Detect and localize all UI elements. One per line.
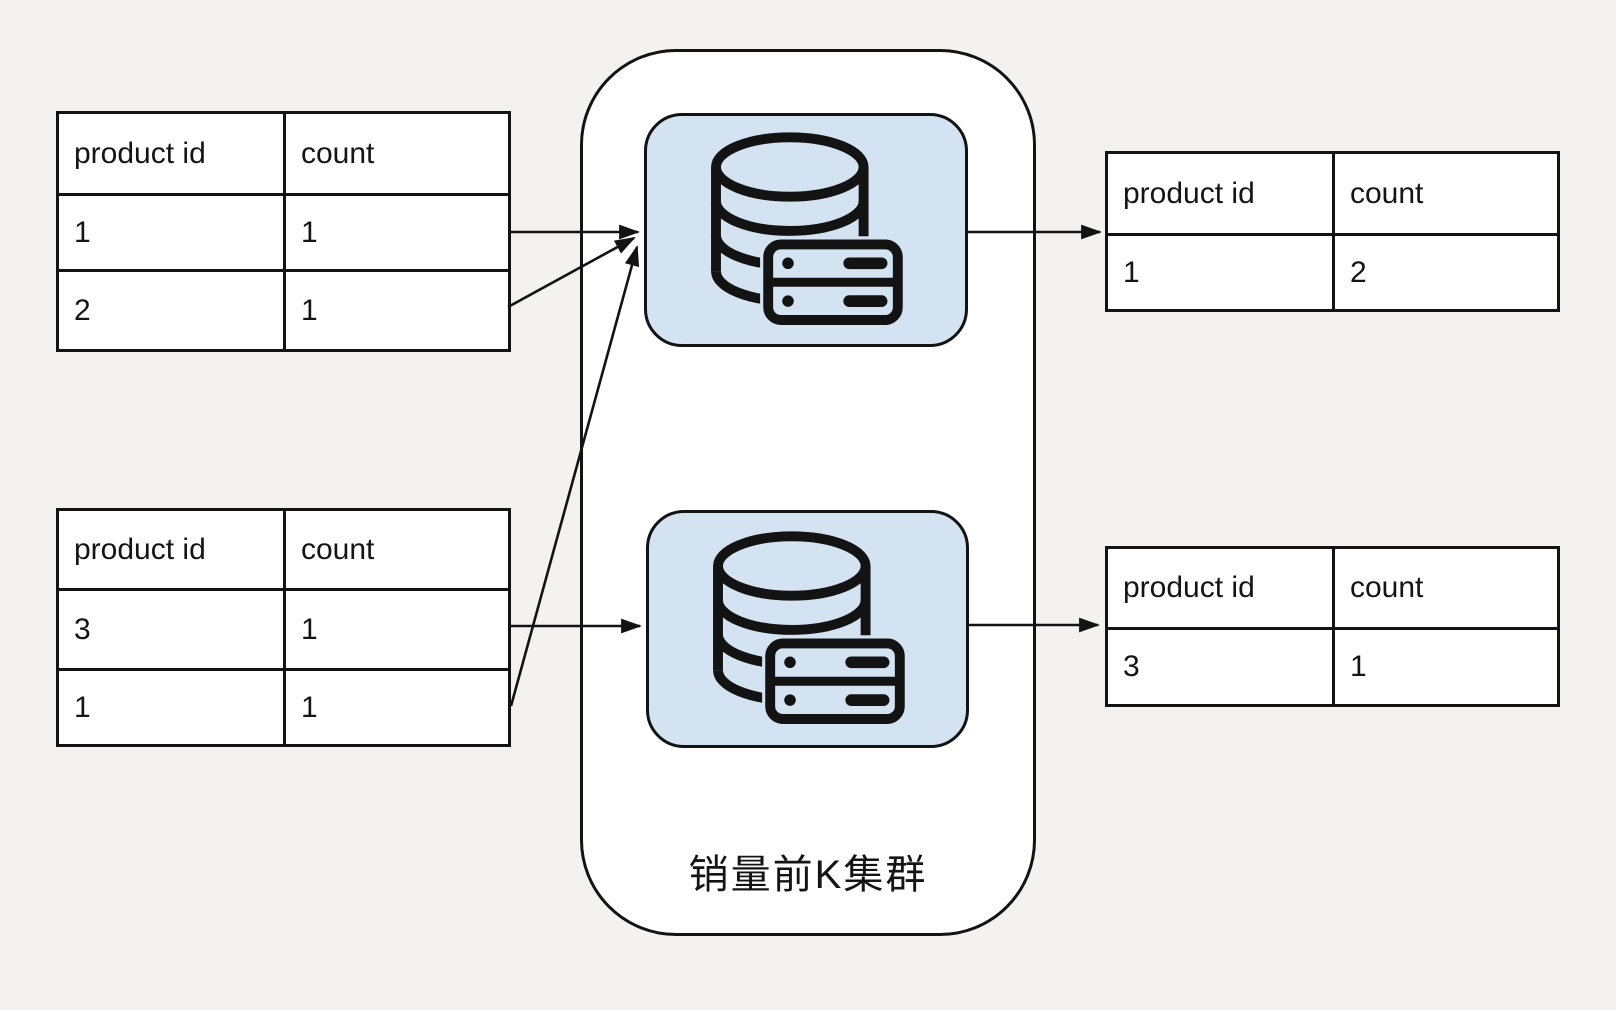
input-table-bottom: product id count 3 1 1 1 xyxy=(56,508,511,747)
database-server-icon xyxy=(711,132,905,329)
input-table-top: product id count 1 1 2 1 xyxy=(56,111,511,352)
table-cell: 1 xyxy=(59,668,283,744)
column-header: count xyxy=(283,511,508,588)
column-header: count xyxy=(1332,549,1557,627)
table-cell: 2 xyxy=(1332,233,1557,309)
table-cell: 1 xyxy=(1108,233,1332,309)
table-cell: 1 xyxy=(59,193,283,269)
table-cell: 1 xyxy=(283,269,508,349)
cluster-label: 销量前K集群 xyxy=(688,853,928,897)
database-server-icon xyxy=(712,531,907,728)
table-cell: 2 xyxy=(59,269,283,349)
table-cell: 1 xyxy=(283,193,508,269)
column-header: product id xyxy=(1123,176,1255,210)
column-header: product id xyxy=(74,532,206,566)
table-cell: 1 xyxy=(283,588,508,668)
cluster-node-top xyxy=(644,113,968,347)
table-cell: 3 xyxy=(59,588,283,668)
table-cell: 1 xyxy=(283,668,508,744)
output-table-top: product id count 1 2 xyxy=(1105,151,1560,312)
table-cell: 3 xyxy=(1108,627,1332,704)
column-header: count xyxy=(1332,154,1557,233)
output-table-bottom: product id count 3 1 xyxy=(1105,546,1560,707)
column-header: product id xyxy=(74,136,206,170)
column-header: product id xyxy=(1123,571,1255,604)
column-header: count xyxy=(283,114,508,193)
table-cell: 1 xyxy=(1332,627,1557,704)
cluster-node-bottom xyxy=(646,510,969,748)
